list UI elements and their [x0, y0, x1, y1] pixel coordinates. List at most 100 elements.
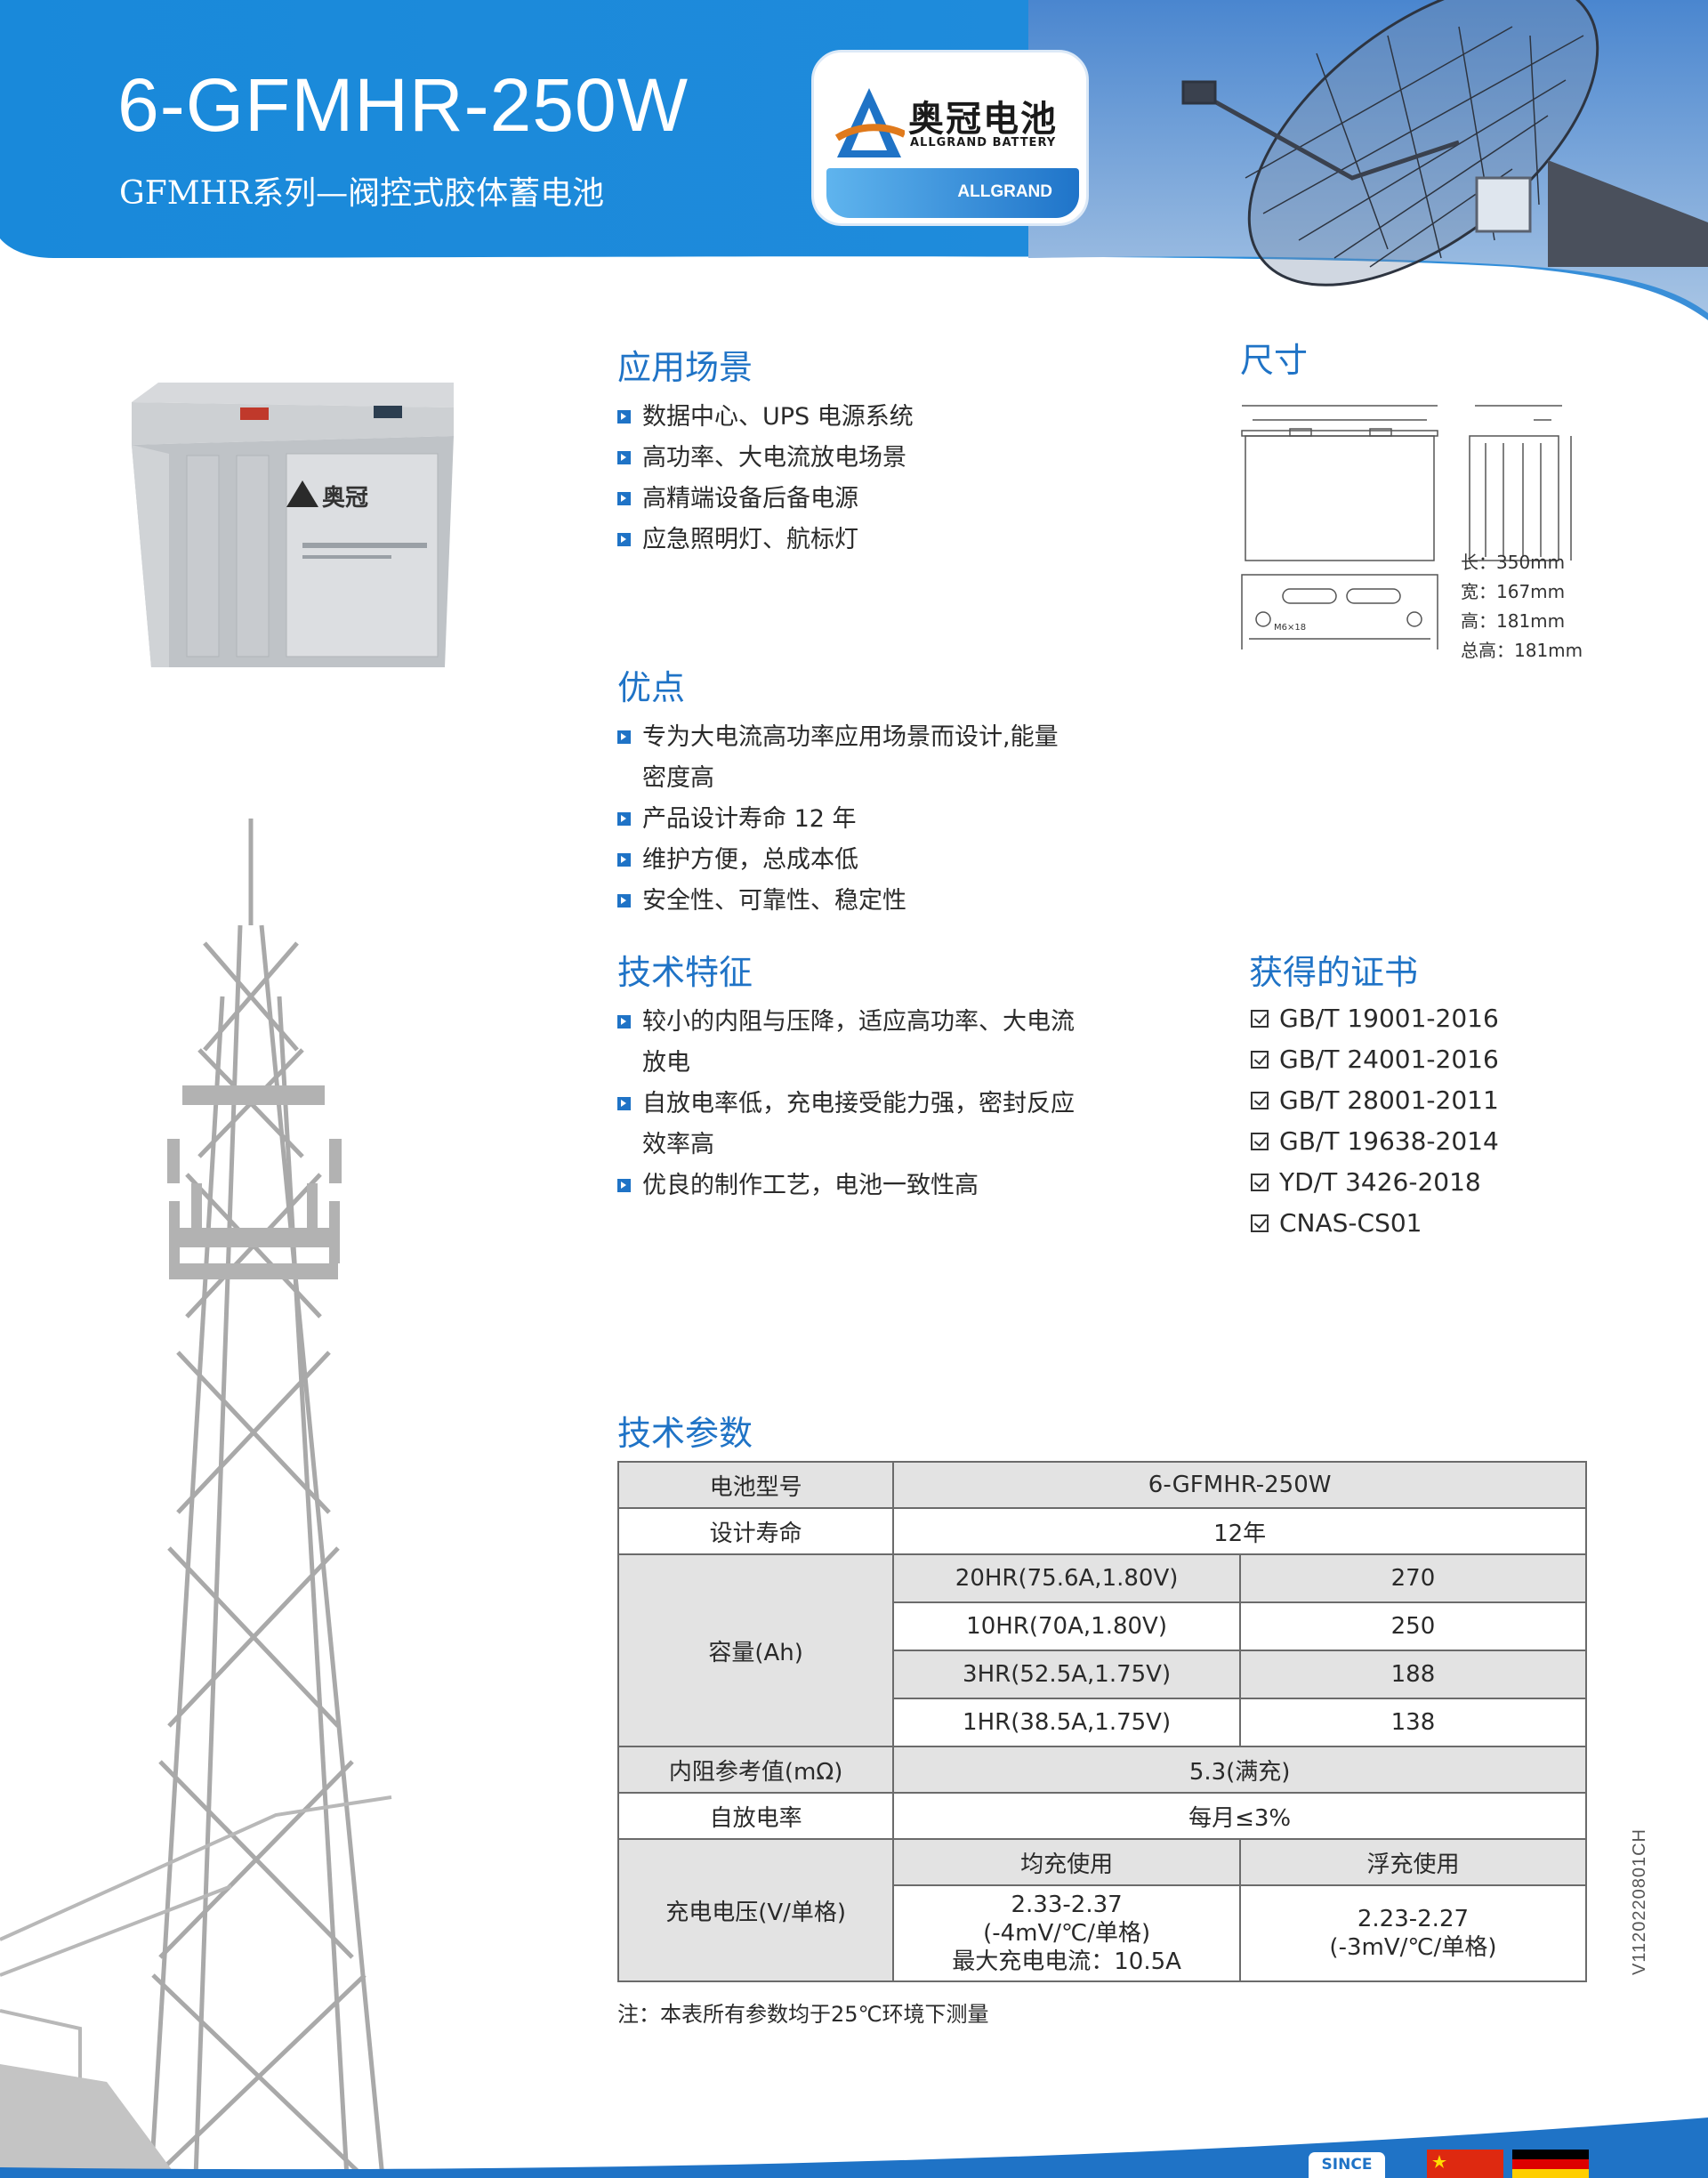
bullet-icon [617, 1179, 631, 1192]
advantages-title: 优点 [617, 668, 686, 707]
list-item: 应急照明灯、航标灯 [617, 520, 914, 561]
capacity-condition: 3HR(52.5A,1.75V) [892, 1650, 1241, 1699]
since-badge: SINCE [1306, 2150, 1388, 2178]
list-item: 维护方便，总成本低 [617, 840, 1080, 881]
list-item: 优良的制作工艺，电池一致性高 [617, 1166, 1098, 1206]
applications-list: 数据中心、UPS 电源系统 高功率、大电流放电场景 高精端设备后备电源 应急照明… [617, 397, 914, 561]
capacity-value: 270 [1238, 1553, 1588, 1603]
life-value: 12年 [892, 1507, 1587, 1555]
list-item: 产品设计寿命 12 年 [617, 799, 1080, 840]
logo-brand-en: ALLGRAND BATTERY [910, 136, 1057, 149]
capacity-condition: 1HR(38.5A,1.75V) [892, 1698, 1241, 1747]
bullet-icon [617, 492, 631, 505]
list-item: 高精端设备后备电源 [617, 479, 914, 520]
checkbox-icon [1251, 1051, 1269, 1069]
telecom-tower-graphic [0, 819, 392, 2178]
table-note: 注：本表所有参数均于25℃环境下测量 [617, 2002, 989, 2027]
satellite-dish-graphic [1181, 0, 1708, 286]
terminal-label: M6×18 [1274, 623, 1306, 633]
self-discharge-value: 每月≤3% [892, 1792, 1587, 1840]
list-item: 自放电率低，充电接受能力强，密封反应效率高 [617, 1084, 1098, 1166]
footer-divider [1406, 2146, 1407, 2178]
checkbox-icon [1251, 1214, 1269, 1232]
capacity-label: 容量(Ah) [616, 1553, 895, 1747]
dimension-drawing: M6×18 [1241, 405, 1572, 649]
self-discharge-label: 自放电率 [616, 1792, 895, 1840]
table-row: 电池型号 6-GFMHR-250W [616, 1461, 1587, 1509]
list-item: CNAS-CS01 [1251, 1203, 1499, 1244]
battery-label-brand: 奥冠 [322, 484, 368, 512]
features-title: 技术特征 [617, 953, 753, 992]
dimension-length: 长：350mm [1461, 552, 1566, 573]
table-row: 10HR(70A,1.80V) 250 [618, 1601, 1588, 1651]
capacity-condition: 20HR(75.6A,1.80V) [892, 1553, 1241, 1603]
checkbox-icon [1251, 1174, 1269, 1191]
resistance-label: 内阻参考值(mΩ) [616, 1746, 895, 1794]
dimension-height: 高：181mm [1461, 610, 1566, 632]
page-subtitle: GFMHR系列—阀控式胶体蓄电池 [119, 175, 605, 212]
list-item: GB/T 28001-2011 [1251, 1080, 1499, 1121]
table-row: 充电电压(V/单格) 均充使用 浮充使用 [616, 1838, 1588, 1982]
charge-label: 充电电压(V/单格) [616, 1838, 895, 1982]
dimension-width: 宽：167mm [1461, 581, 1566, 602]
table-row: 容量(Ah) 20HR(75.6A,1.80V) 270 [616, 1553, 1588, 1747]
bullet-icon [617, 730, 631, 744]
logo-band-text: ALLGRAND [957, 182, 1052, 201]
footer-wave [0, 2118, 1708, 2178]
features-list: 较小的内阻与压降，适应高功率、大电流放电 自放电率低，充电接受能力强，密封反应效… [617, 1002, 1098, 1206]
list-item: 专为大电流高功率应用场景而设计,能量密度高 [617, 717, 1080, 799]
table-row: 内阻参考值(mΩ) 5.3(满充) [616, 1746, 1587, 1794]
table-row: 设计寿命 12年 [616, 1507, 1587, 1555]
germany-flag-icon [1512, 2150, 1589, 2178]
life-label: 设计寿命 [616, 1507, 895, 1555]
table-row: 3HR(52.5A,1.75V) 188 [618, 1650, 1588, 1699]
params-title: 技术参数 [617, 1414, 753, 1453]
dimensions-title: 尺寸 [1240, 341, 1309, 380]
list-item: 安全性、可靠性、稳定性 [617, 881, 1080, 922]
list-item: 数据中心、UPS 电源系统 [617, 397, 914, 438]
capacity-value: 138 [1238, 1698, 1588, 1747]
checkbox-icon [1251, 1133, 1269, 1150]
equalize-label: 均充使用 [892, 1838, 1241, 1886]
applications-title: 应用场景 [617, 348, 753, 387]
spec-table: 电池型号 6-GFMHR-250W 设计寿命 12年 容量(Ah) 20HR(7… [616, 1461, 1588, 1982]
resistance-value: 5.3(满充) [892, 1746, 1587, 1794]
bullet-icon [617, 1015, 631, 1028]
table-row: 2.33-2.37 (-4mV/℃/单格) 最大充电电流：10.5A 2.23-… [618, 1884, 1588, 1982]
model-label: 电池型号 [616, 1461, 895, 1509]
page-title: 6-GFMHR-250W [117, 63, 689, 147]
list-item: GB/T 24001-2016 [1251, 1039, 1499, 1080]
list-item: GB/T 19001-2016 [1251, 998, 1499, 1039]
certificates-title: 获得的证书 [1249, 953, 1419, 992]
list-item: GB/T 19638-2014 [1251, 1121, 1499, 1162]
bullet-icon [617, 853, 631, 867]
version-code: V1120220801CH [1630, 1828, 1649, 1975]
logo-band [826, 168, 1079, 218]
list-item: 较小的内阻与压降，适应高功率、大电流放电 [617, 1002, 1098, 1084]
list-item: YD/T 3426-2018 [1251, 1162, 1499, 1203]
list-item: 高功率、大电流放电场景 [617, 438, 914, 479]
capacity-value: 188 [1238, 1650, 1588, 1699]
logo-mark-icon [834, 88, 905, 157]
logo-brand-cn: 奥冠电池 [908, 99, 1058, 140]
capacity-condition: 10HR(70A,1.80V) [892, 1601, 1241, 1651]
brand-logo: 奥冠电池 ALLGRAND BATTERY ALLGRAND [811, 50, 1089, 226]
advantages-list: 专为大电流高功率应用场景而设计,能量密度高 产品设计寿命 12 年 维护方便，总… [617, 717, 1080, 922]
bullet-icon [617, 812, 631, 826]
dimension-total-height: 总高：181mm [1461, 640, 1583, 661]
page-header: 6-GFMHR-250W GFMHR系列—阀控式胶体蓄电池 奥冠电池 ALLGR… [0, 0, 1708, 338]
certificates-list: GB/T 19001-2016 GB/T 24001-2016 GB/T 280… [1251, 998, 1499, 1244]
bullet-icon [617, 894, 631, 908]
table-row: 自放电率 每月≤3% [616, 1792, 1587, 1840]
model-value: 6-GFMHR-250W [892, 1461, 1587, 1509]
table-row: 1HR(38.5A,1.75V) 138 [618, 1698, 1588, 1747]
bullet-icon [617, 1097, 631, 1110]
float-label: 浮充使用 [1238, 1838, 1588, 1886]
float-value: 2.23-2.27 (-3mV/℃/单格) [1238, 1884, 1588, 1982]
bullet-icon [617, 410, 631, 424]
battery-product-image: 奥冠 [132, 383, 454, 667]
checkbox-icon [1251, 1092, 1269, 1109]
bullet-icon [617, 533, 631, 546]
dimension-specs: 长：350mm 宽：167mm 高：181mm 总高：181mm [1461, 548, 1583, 666]
china-flag-icon [1427, 2150, 1503, 2178]
